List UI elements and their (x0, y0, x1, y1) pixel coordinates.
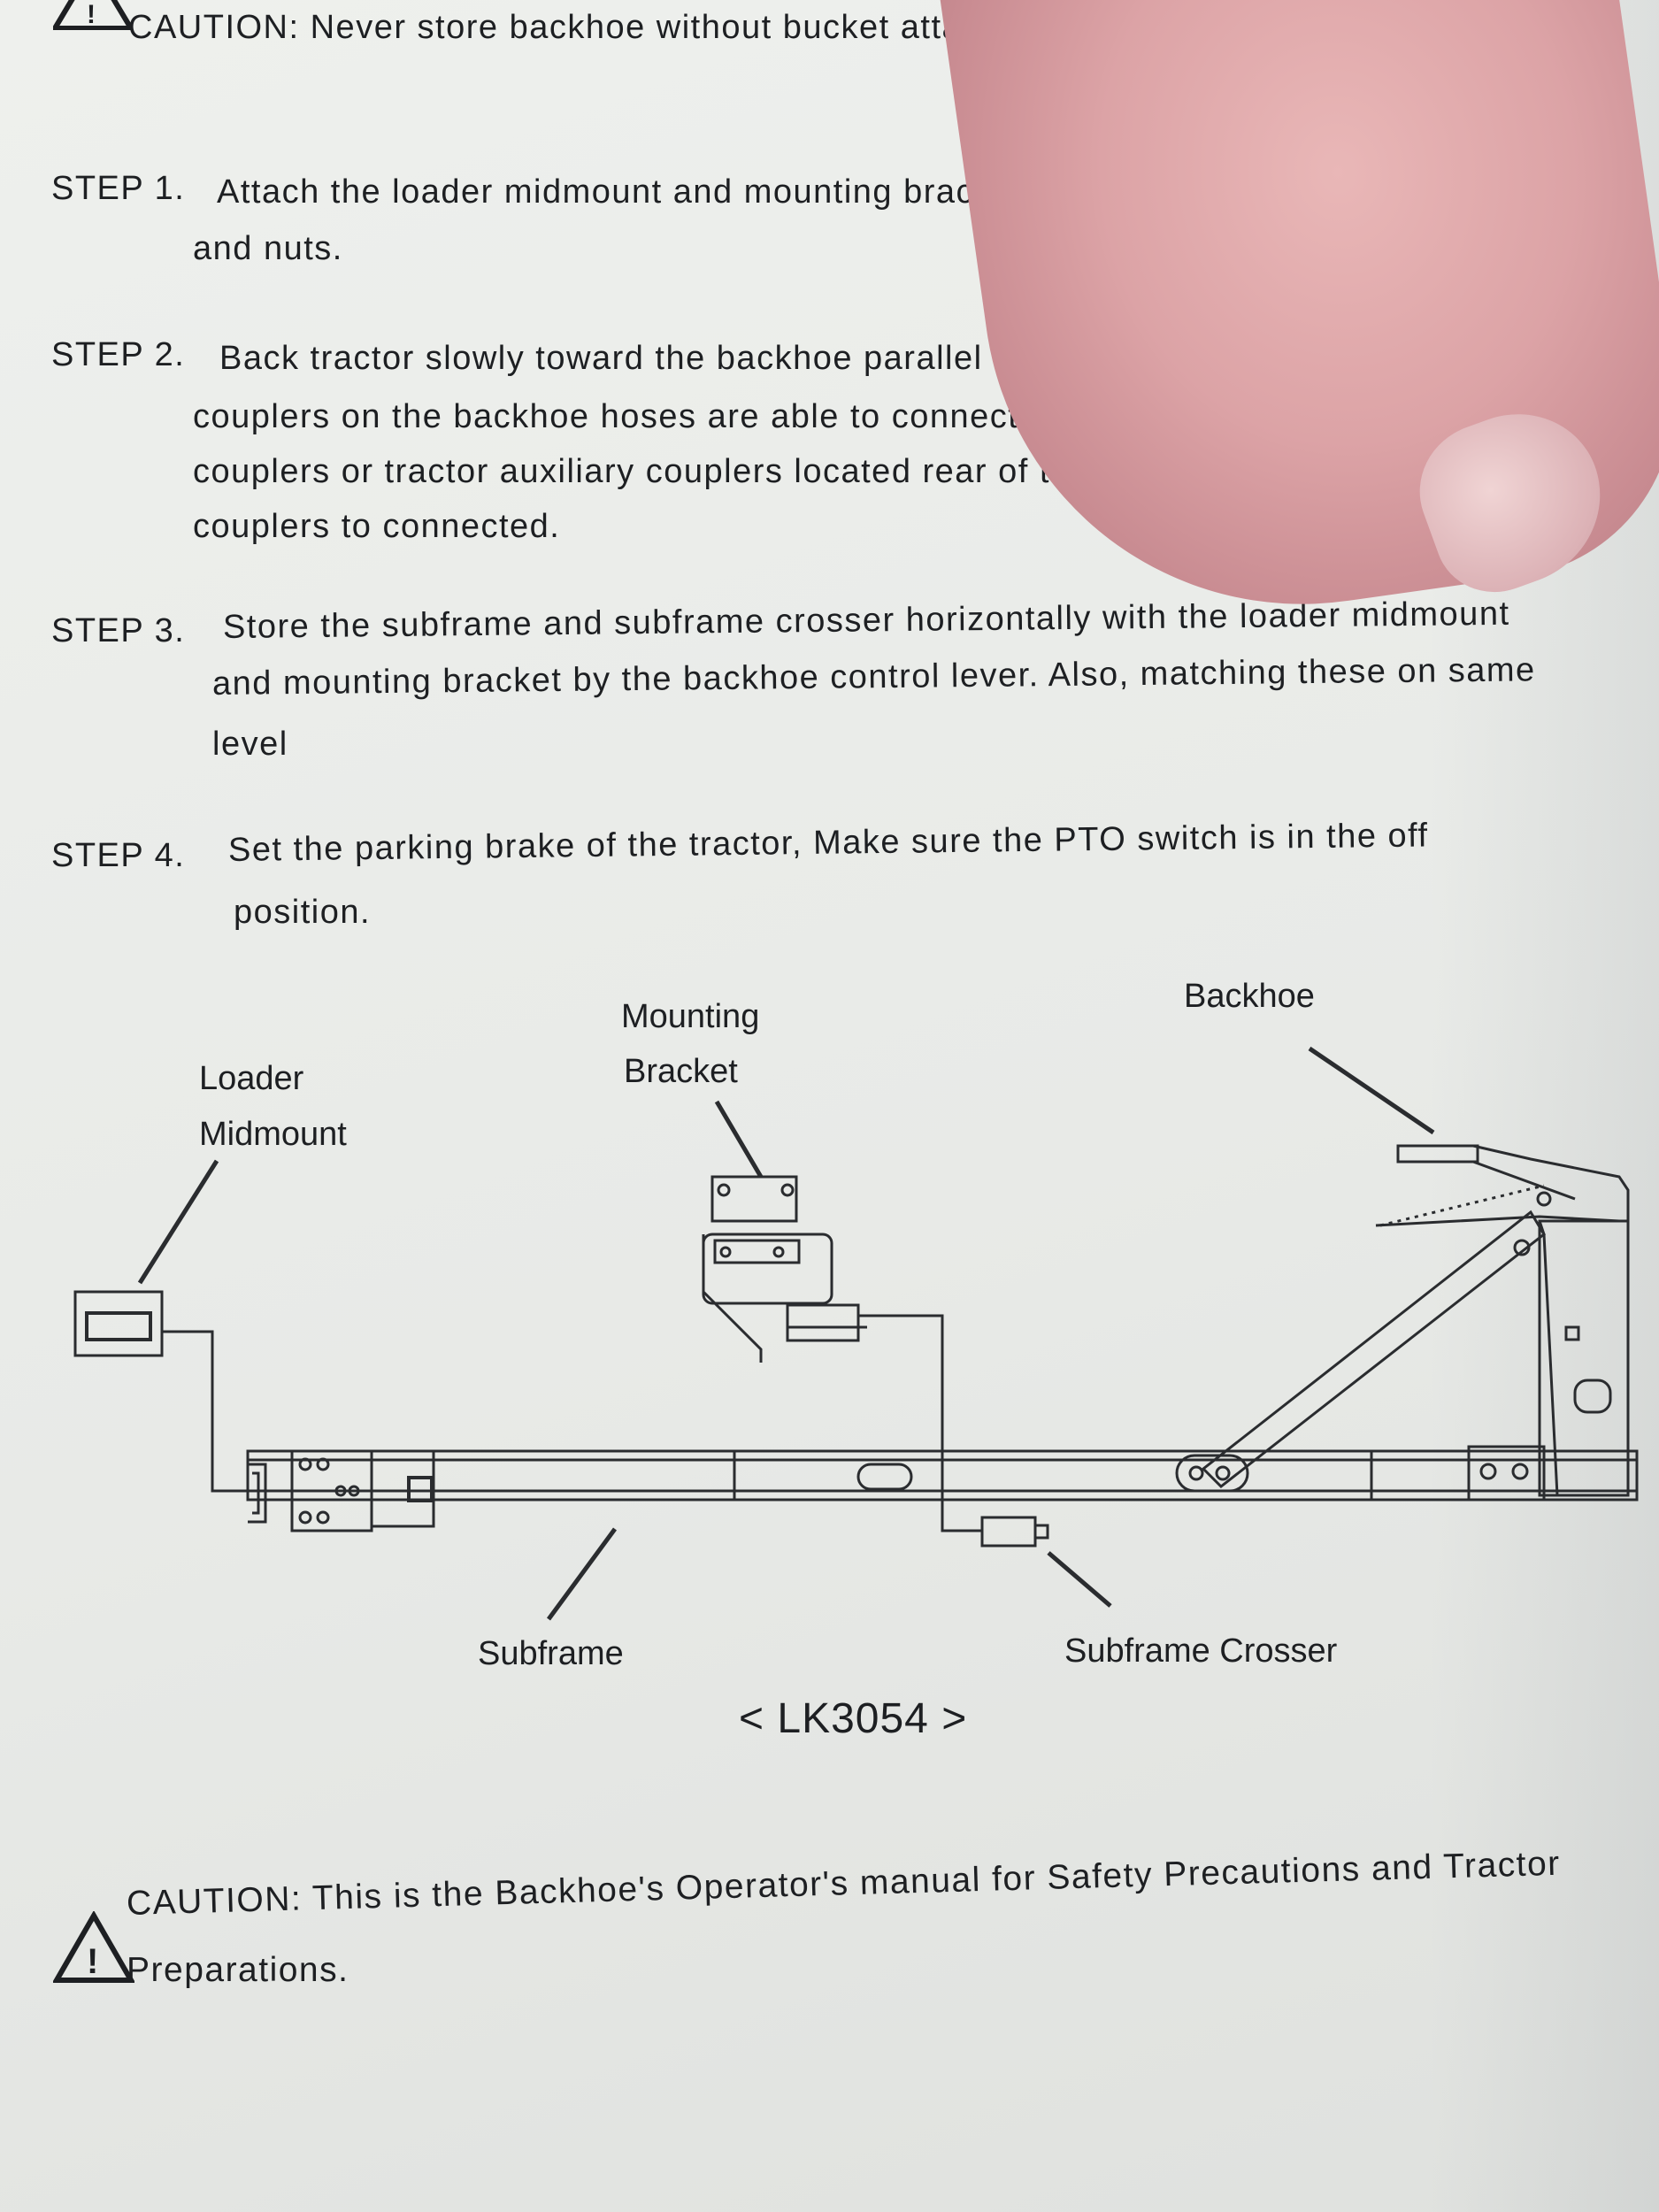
step-2-label: STEP 2. (51, 336, 186, 373)
leader-loader-midmount (137, 1159, 219, 1285)
leader-mounting-bracket (714, 1100, 764, 1179)
loader-midmount-part (73, 1290, 164, 1357)
caution-top-text: CAUTION: Never store backhoe without buc… (128, 9, 1041, 46)
step-3-label: STEP 3. (51, 612, 186, 649)
label-bracket: Bracket (624, 1053, 738, 1090)
label-loader: Loader (199, 1060, 304, 1097)
step-1-line-2: and nuts. (193, 230, 343, 267)
backhoe-part (1396, 1144, 1479, 1164)
caution-top-icon: ! (53, 0, 133, 30)
label-backhoe: Backhoe (1184, 978, 1315, 1015)
subframe-crosser-part (980, 1516, 1037, 1548)
leader-subframe (546, 1527, 618, 1621)
label-midmount: Midmount (199, 1116, 347, 1153)
model-caption: < LK3054 > (739, 1695, 968, 1742)
mounting-bracket-part (710, 1175, 798, 1223)
label-subframe: Subframe (478, 1635, 624, 1672)
svg-text:!: ! (87, 1942, 98, 1981)
label-subframe-crosser: Subframe Crosser (1064, 1632, 1338, 1670)
step-4-label: STEP 4. (51, 837, 186, 874)
caution-bottom-icon: ! (53, 1911, 134, 1983)
caution-bottom-line-2: Preparations. (127, 1951, 349, 1989)
leader-subframe-crosser (1047, 1551, 1112, 1608)
step-2-line-4: couplers to connected. (193, 508, 561, 545)
step-4-line-2: position. (234, 894, 372, 931)
step-1-label: STEP 1. (51, 170, 186, 207)
svg-text:!: ! (87, 0, 96, 29)
leader-backhoe (1308, 1046, 1435, 1135)
step-3-line-3: level (212, 726, 288, 763)
label-mounting: Mounting (621, 998, 760, 1035)
